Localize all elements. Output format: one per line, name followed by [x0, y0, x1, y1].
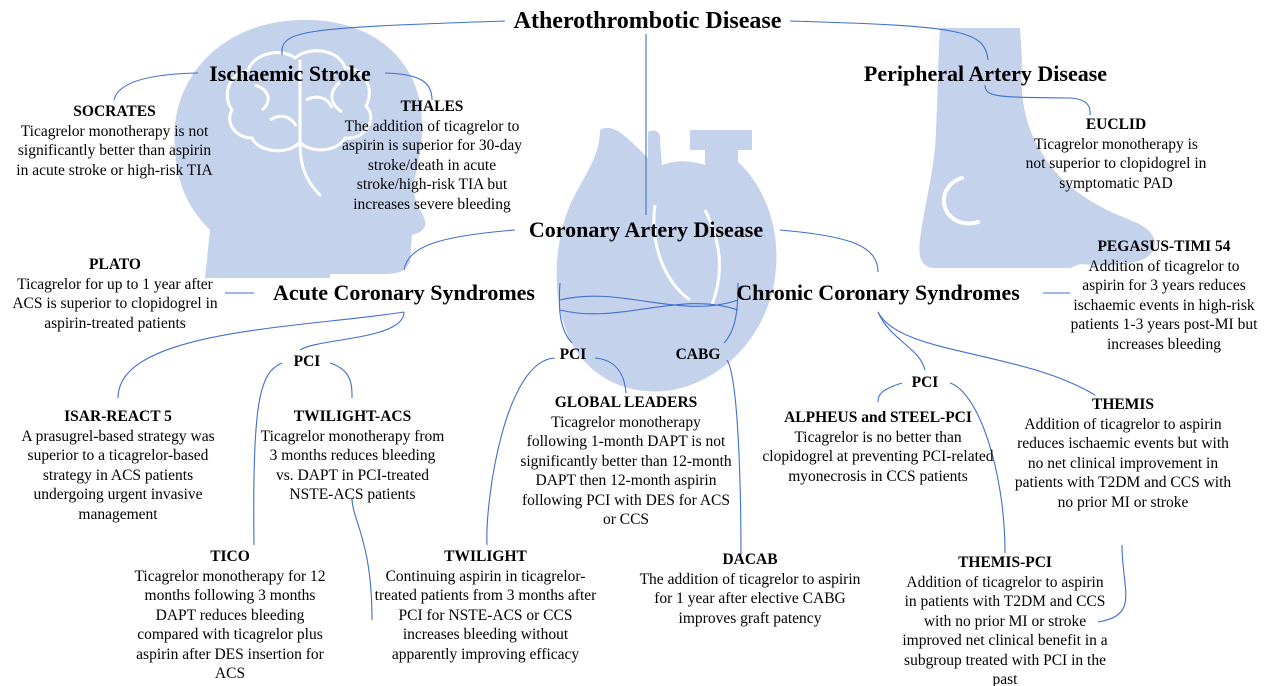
connector-acs-to-isar: [117, 311, 405, 399]
trial-description: Continuing aspirin in ticagrelor-treated…: [374, 567, 597, 663]
trial-description: A prasugrel-based strategy was superior …: [21, 427, 215, 523]
heart-icon: [556, 127, 777, 392]
connector-heart-to-cabg: [723, 282, 739, 344]
connector-heart-to-pci: [558, 282, 573, 344]
heading-cabg: CABG: [675, 346, 721, 363]
trial-description: Addition of ticagrelor to aspirin for 3 …: [1070, 257, 1258, 353]
connector-acs-to-pci: [299, 311, 405, 351]
trial-title: TICO: [210, 548, 250, 565]
connector-twilight-acs-to-twilight: [351, 497, 373, 621]
trial-title: TWILIGHT-ACS: [293, 408, 412, 425]
trial-description: Ticagrelor monotherapy following 1-month…: [520, 413, 732, 529]
trial-description: Addition of ticagrelor to aspirin reduce…: [1014, 415, 1232, 511]
connector-stroke-to-thales: [384, 72, 433, 101]
connector-cad-to-ccs: [779, 229, 879, 273]
trial-socrates: SOCRATES Ticagrelor monotherapy is not s…: [12, 102, 217, 180]
foot-icon: [919, 28, 1155, 268]
heading-coronary-artery-disease: Coronary Artery Disease: [528, 217, 764, 242]
connector-pad-to-euclid: [984, 84, 1091, 116]
connector-stroke-to-socrates: [113, 72, 199, 101]
connector-pci-to-twilight: [486, 357, 556, 546]
trial-dacab: DACAB The addition of ticagrelor to aspi…: [630, 550, 870, 628]
trial-twilight-acs: TWILIGHT-ACS Ticagrelor monotherapy from…: [260, 407, 445, 505]
trial-alpheus-steel-pci: ALPHEUS and STEEL-PCI Ticagrelor is no b…: [758, 408, 998, 486]
trial-description: Ticagrelor for up to 1 year after ACS is…: [12, 275, 218, 332]
trial-twilight: TWILIGHT Continuing aspirin in ticagrelo…: [373, 547, 598, 664]
trial-euclid: EUCLID Ticagrelor monotherapy is not sup…: [1025, 115, 1207, 193]
heading-atherothrombotic-disease: Atherothrombotic Disease: [513, 8, 782, 34]
heading-pci-ccs: PCI: [911, 374, 939, 391]
trial-description: The addition of ticagrelor to aspirin fo…: [639, 570, 861, 627]
trial-themis: THEMIS Addition of ticagrelor to aspirin…: [1012, 395, 1234, 512]
heading-pci-acs: PCI: [293, 353, 321, 370]
trial-plato: PLATO Ticagrelor for up to 1 year after …: [5, 255, 225, 333]
trial-title: THEMIS: [1091, 396, 1154, 413]
connector-heart-cross-2: [559, 303, 739, 315]
trial-title: EUCLID: [1085, 116, 1147, 133]
heading-acute-coronary-syndromes: Acute Coronary Syndromes: [273, 280, 535, 305]
trial-tico: TICO Ticagrelor monotherapy for 12 month…: [130, 547, 330, 684]
brain-head-icon: [174, 19, 426, 279]
heading-chronic-coronary-syndromes: Chronic Coronary Syndromes: [736, 280, 1020, 305]
trial-description: Ticagrelor monotherapy is not significan…: [16, 122, 213, 179]
trial-title: DACAB: [722, 551, 778, 568]
trial-title: ISAR-REACT 5: [64, 408, 172, 425]
trial-isar-react-5: ISAR-REACT 5 A prasugrel-based strategy …: [18, 407, 218, 524]
connector-pci-to-tico: [253, 362, 283, 546]
trial-title: PLATO: [89, 256, 141, 273]
trial-title: PEGASUS-TIMI 54: [1097, 238, 1231, 255]
connector-themis-to-themis-pci: [1097, 544, 1127, 623]
trial-title: ALPHEUS and STEEL-PCI: [784, 409, 972, 426]
trial-title: THEMIS-PCI: [958, 554, 1052, 571]
connector-pci-to-alpheus: [877, 382, 903, 403]
trial-description: Addition of ticagrelor to aspirin in pat…: [902, 573, 1108, 686]
trial-title: TWILIGHT: [444, 548, 527, 565]
connector-pci-to-twilight-acs: [329, 362, 353, 399]
trial-global-leaders: GLOBAL LEADERS Ticagrelor monotherapy fo…: [520, 393, 732, 530]
connector-pci-to-themis-pci: [949, 382, 1006, 554]
trial-title: GLOBAL LEADERS: [554, 394, 698, 411]
trial-title: SOCRATES: [73, 103, 156, 120]
connector-top-to-stroke: [281, 20, 506, 56]
trial-title: THALES: [400, 98, 464, 115]
trial-description: Ticagrelor monotherapy for 12 months fol…: [134, 567, 326, 683]
connector-ccs-to-themis: [877, 311, 1096, 396]
connector-cabg-to-dacab: [726, 359, 742, 556]
trial-description: The addition of ticagrelor to aspirin is…: [342, 117, 522, 213]
heading-ischaemic-stroke: Ischaemic Stroke: [209, 61, 371, 86]
trial-themis-pci: THEMIS-PCI Addition of ticagrelor to asp…: [900, 553, 1110, 686]
trial-thales: THALES The addition of ticagrelor to asp…: [332, 97, 532, 214]
heading-peripheral-artery-disease: Peripheral Artery Disease: [863, 61, 1108, 86]
connector-cad-to-acs: [403, 229, 516, 271]
connector-ccs-to-pci: [877, 311, 926, 371]
connector-top-to-pad: [789, 20, 989, 61]
trial-description: Ticagrelor is no better than clopidogrel…: [762, 428, 994, 485]
trial-pegasus-timi-54: PEGASUS-TIMI 54 Addition of ticagrelor t…: [1068, 237, 1260, 354]
heading-pci-mid: PCI: [559, 346, 587, 363]
connector-pci-to-global-leaders: [594, 357, 627, 394]
trial-description: Ticagrelor monotherapy is not superior t…: [1025, 135, 1207, 192]
trial-description: Ticagrelor monotherapy from 3 months red…: [260, 427, 445, 504]
